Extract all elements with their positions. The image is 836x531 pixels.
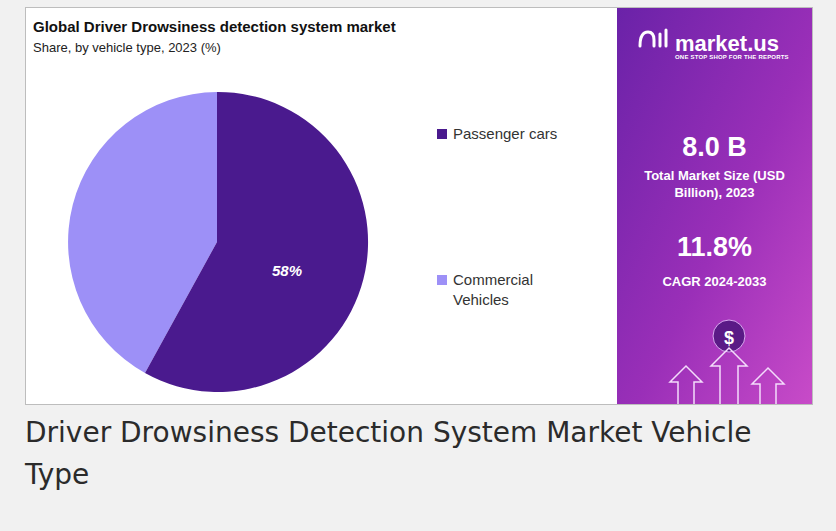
metric-label: Total Market Size (USD Billion), 2023 (637, 168, 792, 202)
metric-value: 11.8% (617, 230, 812, 265)
metric-label: CAGR 2024-2033 (657, 274, 772, 291)
legend-label: Commercial Vehicles (453, 270, 573, 310)
slice-value: 58% (272, 262, 332, 279)
summary-panel (617, 8, 812, 404)
chart-subtitle: Share, by vehicle type, 2023 (%) (33, 40, 413, 55)
legend-swatch (437, 129, 447, 139)
legend-label: Passenger cars (453, 124, 573, 144)
chart-title: Global Driver Drowsiness detection syste… (33, 18, 413, 35)
metric-value: 8.0 B (617, 130, 812, 165)
logo-tagline: ONE STOP SHOP FOR THE REPORTS (675, 54, 805, 62)
summary-panel: market.usONE STOP SHOP FOR THE REPORTS8.… (617, 8, 812, 404)
growth-arrows (670, 348, 784, 404)
pie-slice (145, 92, 368, 392)
chart-frame (26, 8, 813, 405)
dollar-icon (713, 320, 745, 352)
legend-swatch (437, 275, 447, 285)
figure-caption: Driver Drowsiness Detection System Marke… (25, 412, 815, 496)
logo-icon (640, 30, 666, 46)
dollar-sign: $ (717, 327, 741, 350)
